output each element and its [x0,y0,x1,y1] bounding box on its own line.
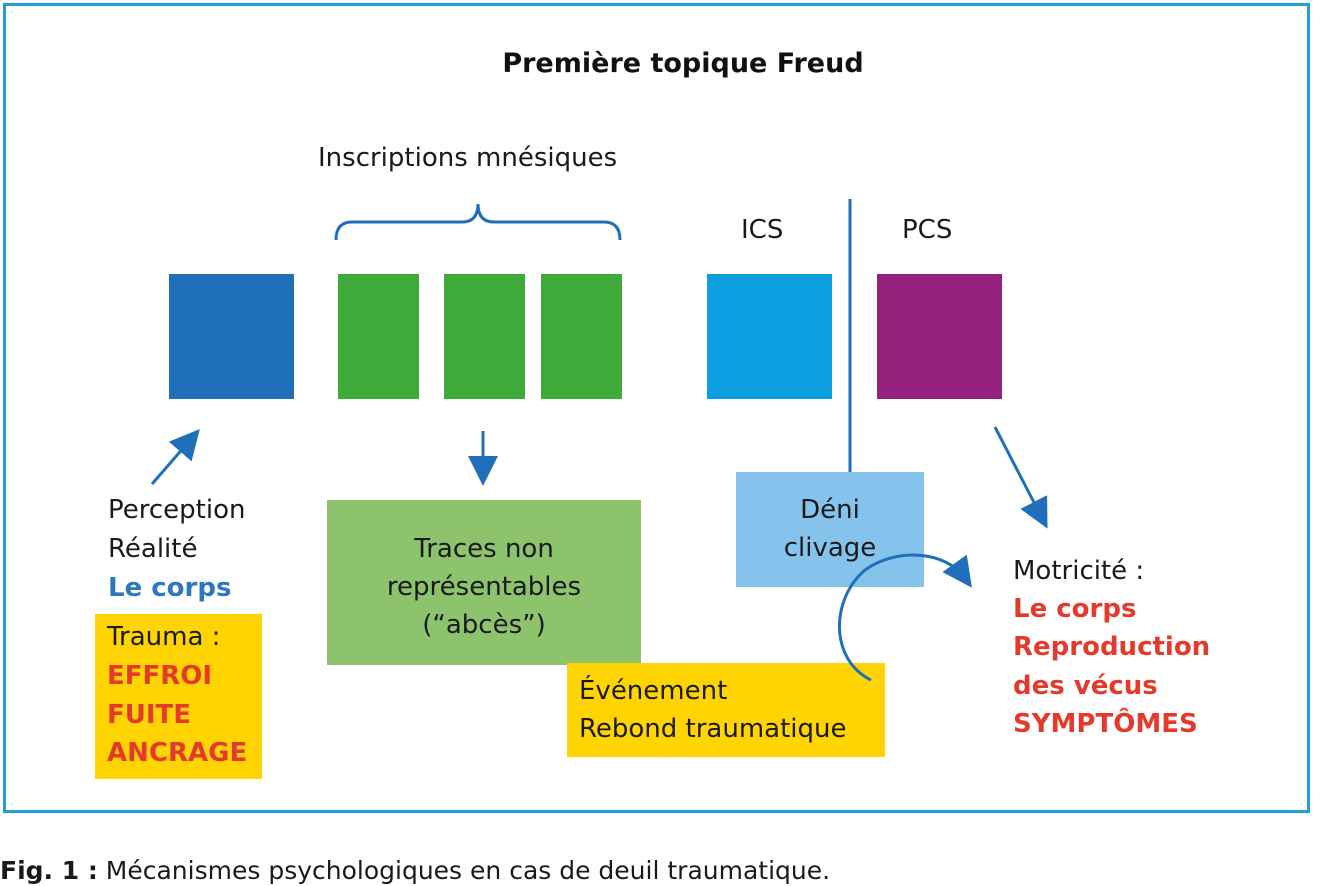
motricite-item: SYMPTÔMES [1013,709,1198,739]
memory-square-3 [541,274,622,399]
perception-arrow [150,428,200,485]
event-line: Événement [579,676,728,706]
deni-line: Déni [800,495,860,525]
trauma-box: Trauma : EFFROI FUITE ANCRAGE [95,614,262,779]
deni-box: Déni clivage [736,472,924,587]
figure-caption: Fig. 1 : Mécanismes psychologiques en ca… [0,856,830,885]
caption-text: Mécanismes psychologiques en cas de deui… [97,856,831,885]
realite-label: Réalité [108,534,198,564]
traces-line: Traces non [414,534,554,564]
motricite-arrow [993,426,1048,529]
caption-label: Fig. 1 : [0,856,98,885]
trauma-heading: Trauma : [107,622,221,652]
pcs-square [877,274,1002,399]
le-corps-label: Le corps [108,573,232,603]
traces-line: représentables [386,572,582,602]
ics-square [707,274,832,399]
motricite-item: Reproduction [1013,632,1211,662]
trauma-item: ANCRAGE [107,738,248,768]
figure-frame [3,3,1310,813]
memory-square-1 [338,274,419,399]
traces-line: (“abcès”) [422,610,546,640]
event-box: Événement Rebond traumatique [567,663,885,757]
event-line: Rebond traumatique [579,714,847,744]
ics-label: ICS [741,215,784,245]
motricite-item: Le corps [1013,594,1137,624]
memory-square-2 [444,274,525,399]
inscriptions-label: Inscriptions mnésiques [318,143,618,173]
perception-label: Perception [108,495,246,525]
rebound-curve-arrow [837,553,972,682]
pcs-label: PCS [902,215,953,245]
deni-line: clivage [783,533,877,563]
memory-brace [334,203,622,241]
trauma-item: FUITE [107,700,192,730]
traces-box: Traces non représentables (“abcès”) [327,500,641,665]
diagram-title: Première topique Freud [502,48,864,79]
motricite-heading: Motricité : [1013,556,1145,586]
trauma-item: EFFROI [107,661,213,691]
perception-square [169,274,294,399]
motricite-item: des vécus [1013,671,1158,701]
